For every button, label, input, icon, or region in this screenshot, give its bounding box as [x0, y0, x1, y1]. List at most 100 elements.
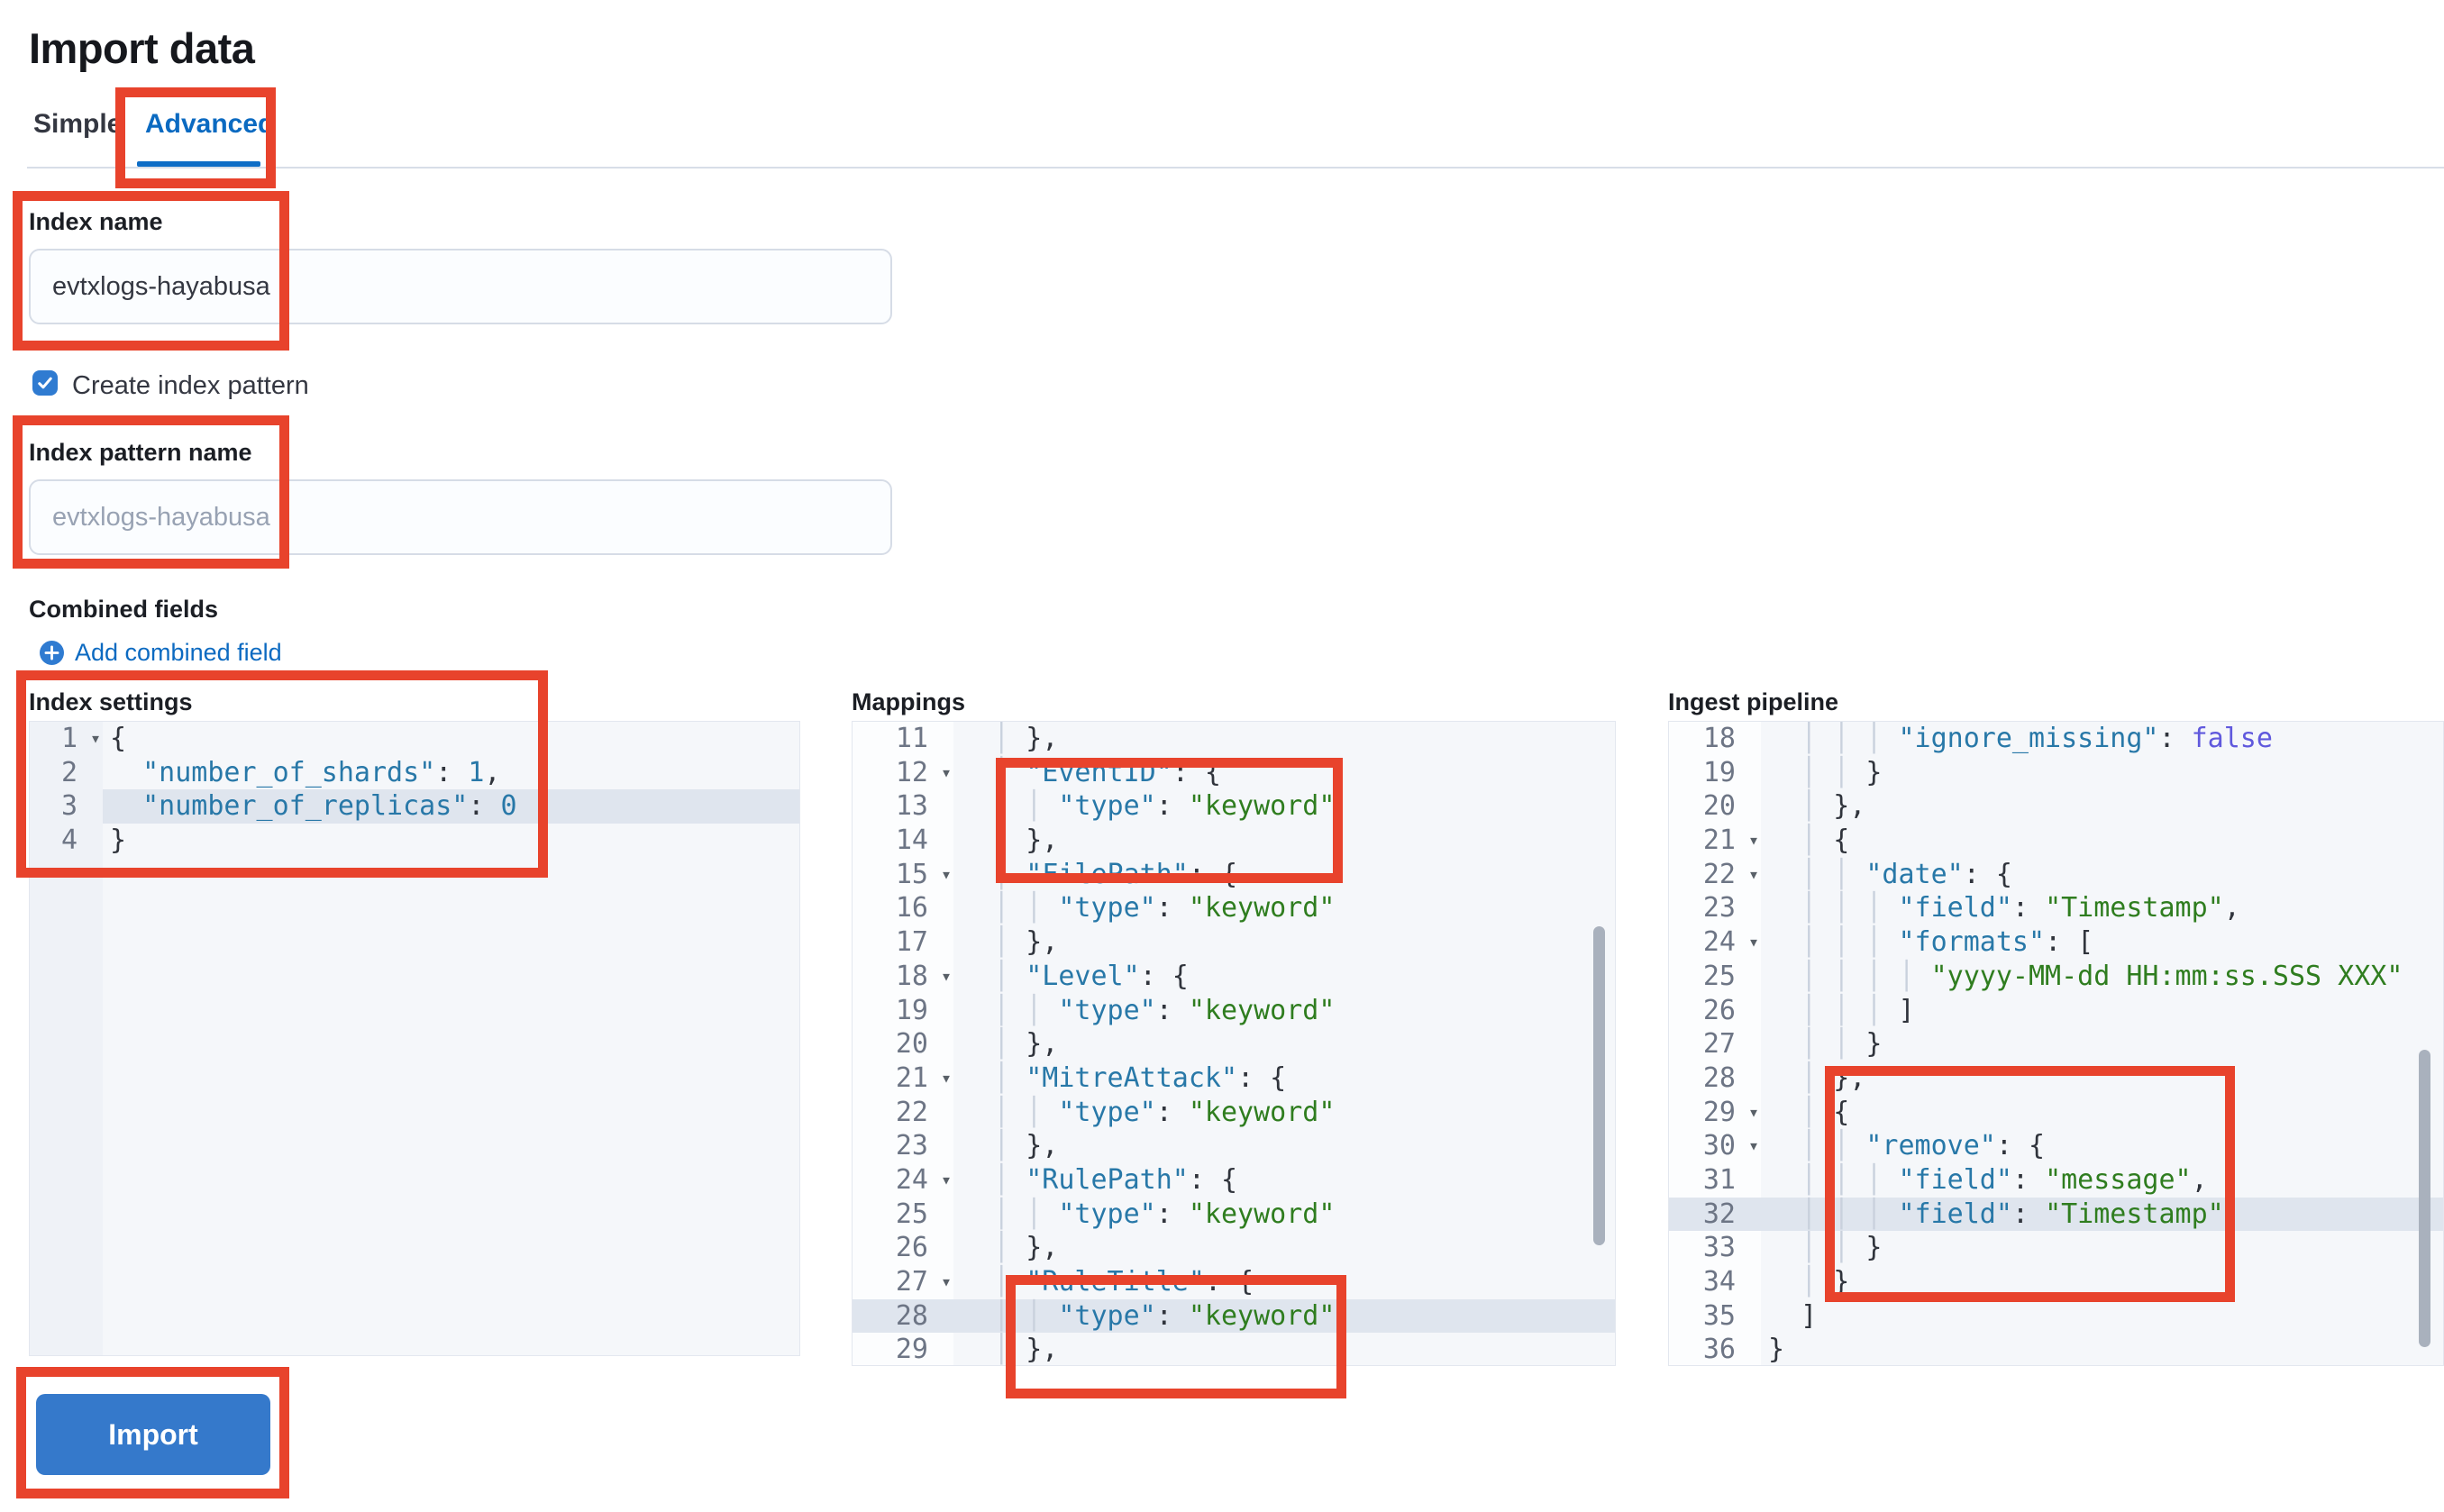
line-number: 20 — [1702, 790, 1736, 823]
index-name-input[interactable] — [29, 249, 892, 324]
code-line[interactable]: } — [1768, 1334, 1785, 1365]
fold-arrow-icon[interactable]: ▾ — [940, 964, 952, 987]
code-line[interactable]: │ }, — [993, 1232, 1059, 1264]
code-line[interactable]: │ │ │ │ "yyyy-MM-dd HH:mm:ss.SSS XXX" — [1801, 960, 2403, 992]
active-tab-underline — [137, 161, 260, 167]
code-line[interactable]: │ │ } — [1801, 756, 1883, 788]
combined-fields-label: Combined fields — [29, 596, 219, 623]
code-line[interactable]: { — [110, 723, 127, 754]
line-number: 28 — [1702, 1061, 1736, 1094]
code-line[interactable]: │ │ "date": { — [1801, 858, 2012, 890]
code-line[interactable]: │ }, — [1801, 790, 1866, 823]
code-line[interactable]: │ "MitreAttack": { — [993, 1061, 1287, 1094]
code-line[interactable]: │ { — [1801, 824, 1850, 857]
line-number: 27▾ — [895, 1266, 952, 1298]
code-line[interactable]: │ } — [1801, 1266, 1850, 1298]
line-number: 31 — [1702, 1163, 1736, 1196]
line-number: 11 — [895, 723, 928, 754]
code-line[interactable]: │ "RuleTitle": { — [993, 1266, 1254, 1298]
code-line[interactable]: } — [110, 824, 127, 857]
code-line[interactable]: │ │ │ "ignore_missing": false — [1801, 723, 2273, 754]
code-line[interactable]: │ │ │ "field": "Timestamp", — [1801, 892, 2240, 925]
code-line[interactable]: "number_of_replicas": 0 — [103, 789, 799, 824]
create-index-pattern-label: Create index pattern — [72, 371, 309, 400]
code-line[interactable]: │ │ "type": "keyword" — [993, 1096, 1336, 1128]
fold-arrow-icon[interactable]: ▾ — [1747, 1100, 1759, 1123]
code-line[interactable]: "number_of_shards": 1, — [142, 756, 501, 788]
fold-arrow-icon[interactable]: ▾ — [1747, 829, 1759, 852]
code-line[interactable]: │ "RulePath": { — [993, 1163, 1238, 1196]
line-number: 32 — [1669, 1197, 1761, 1232]
plus-in-circle-icon[interactable] — [40, 641, 64, 665]
fold-arrow-icon[interactable]: ▾ — [89, 727, 101, 749]
tab-simple[interactable]: Simple — [33, 109, 123, 139]
checkmark-icon — [38, 377, 52, 389]
line-number: 17 — [895, 926, 928, 959]
line-number: 1▾ — [60, 723, 101, 754]
code-line[interactable]: │ }, — [993, 1130, 1059, 1162]
code-line[interactable]: │ │ "type": "keyword" — [993, 892, 1336, 925]
index-name-label: Index name — [29, 208, 163, 235]
fold-arrow-icon[interactable]: ▾ — [940, 862, 952, 885]
index-pattern-name-label: Index pattern name — [29, 439, 252, 466]
code-line[interactable]: │ "Level": { — [993, 960, 1189, 992]
code-line[interactable]: │ │ } — [1801, 1232, 1883, 1264]
code-line[interactable]: │ "FilePath": { — [993, 858, 1238, 890]
editor-content[interactable]: │ │ │ "ignore_missing": false │ │ } │ },… — [1761, 722, 2443, 1365]
editor-content[interactable]: │ }, │ "EventID": { │ │ "type": "keyword… — [953, 722, 1615, 1365]
line-number: 28 — [853, 1298, 953, 1334]
line-number: 29▾ — [1702, 1096, 1759, 1128]
line-number: 15▾ — [895, 858, 952, 890]
code-line[interactable]: │ │ } — [1801, 1028, 1883, 1061]
code-line[interactable]: │ }, — [993, 1334, 1059, 1365]
line-number: 27 — [1702, 1028, 1736, 1061]
code-line[interactable]: │ │ "type": "keyword" — [993, 790, 1336, 823]
code-line[interactable]: │ }, — [993, 1028, 1059, 1061]
fold-arrow-icon[interactable]: ▾ — [1747, 931, 1759, 953]
line-number: 23 — [1702, 892, 1736, 925]
line-number: 18▾ — [895, 960, 952, 992]
fold-arrow-icon[interactable]: ▾ — [940, 1066, 952, 1088]
index-pattern-name-input[interactable] — [29, 479, 892, 555]
line-number: 24▾ — [895, 1163, 952, 1196]
line-number: 35 — [1702, 1299, 1736, 1332]
index-settings-label: Index settings — [29, 688, 193, 715]
code-line[interactable]: │ }, — [993, 723, 1059, 754]
line-number: 26 — [1702, 994, 1736, 1026]
tab-advanced[interactable]: Advanced — [145, 109, 275, 139]
ingest-scrollbar-thumb[interactable] — [2419, 1050, 2430, 1347]
code-line[interactable]: │ }, — [993, 824, 1059, 857]
editor-content[interactable]: { "number_of_shards": 1, "number_of_repl… — [103, 722, 799, 1355]
code-line[interactable]: │ }, — [993, 926, 1059, 959]
fold-arrow-icon[interactable]: ▾ — [1747, 862, 1759, 885]
line-number: 21▾ — [1702, 824, 1759, 857]
line-number: 4 — [60, 824, 78, 857]
code-line[interactable]: │ │ │ ] — [1801, 994, 1915, 1026]
code-line[interactable]: │ │ │ "field": "Timestamp" — [1761, 1197, 2443, 1232]
fold-arrow-icon[interactable]: ▾ — [940, 1168, 952, 1190]
code-line[interactable]: │ "EventID": { — [993, 756, 1221, 788]
fold-arrow-icon[interactable]: ▾ — [1747, 1134, 1759, 1157]
page-title: Import data — [29, 24, 255, 72]
code-line[interactable]: │ │ "type": "keyword" — [993, 994, 1336, 1026]
code-line[interactable]: │ │ "type": "keyword" — [993, 1198, 1336, 1230]
code-line[interactable]: │ │ "type": "keyword" — [953, 1298, 1615, 1334]
fold-arrow-icon[interactable]: ▾ — [940, 1271, 952, 1292]
code-line[interactable]: │ │ │ "formats": [ — [1801, 926, 2094, 959]
code-line[interactable]: │ { — [1801, 1096, 1850, 1128]
code-line[interactable]: │ │ │ "field": "message", — [1801, 1163, 2208, 1196]
create-index-pattern-checkbox[interactable] — [32, 370, 58, 396]
import-button[interactable]: Import — [36, 1394, 270, 1475]
code-line[interactable]: │ │ "remove": { — [1801, 1130, 2046, 1162]
code-line[interactable]: │ }, — [1801, 1061, 1866, 1094]
code-line[interactable]: ] — [1768, 1299, 1818, 1332]
line-number: 22▾ — [1702, 858, 1759, 890]
add-combined-field-link[interactable]: Add combined field — [75, 639, 282, 666]
mappings-scrollbar-thumb[interactable] — [1593, 926, 1605, 1245]
fold-arrow-icon[interactable]: ▾ — [940, 761, 952, 783]
